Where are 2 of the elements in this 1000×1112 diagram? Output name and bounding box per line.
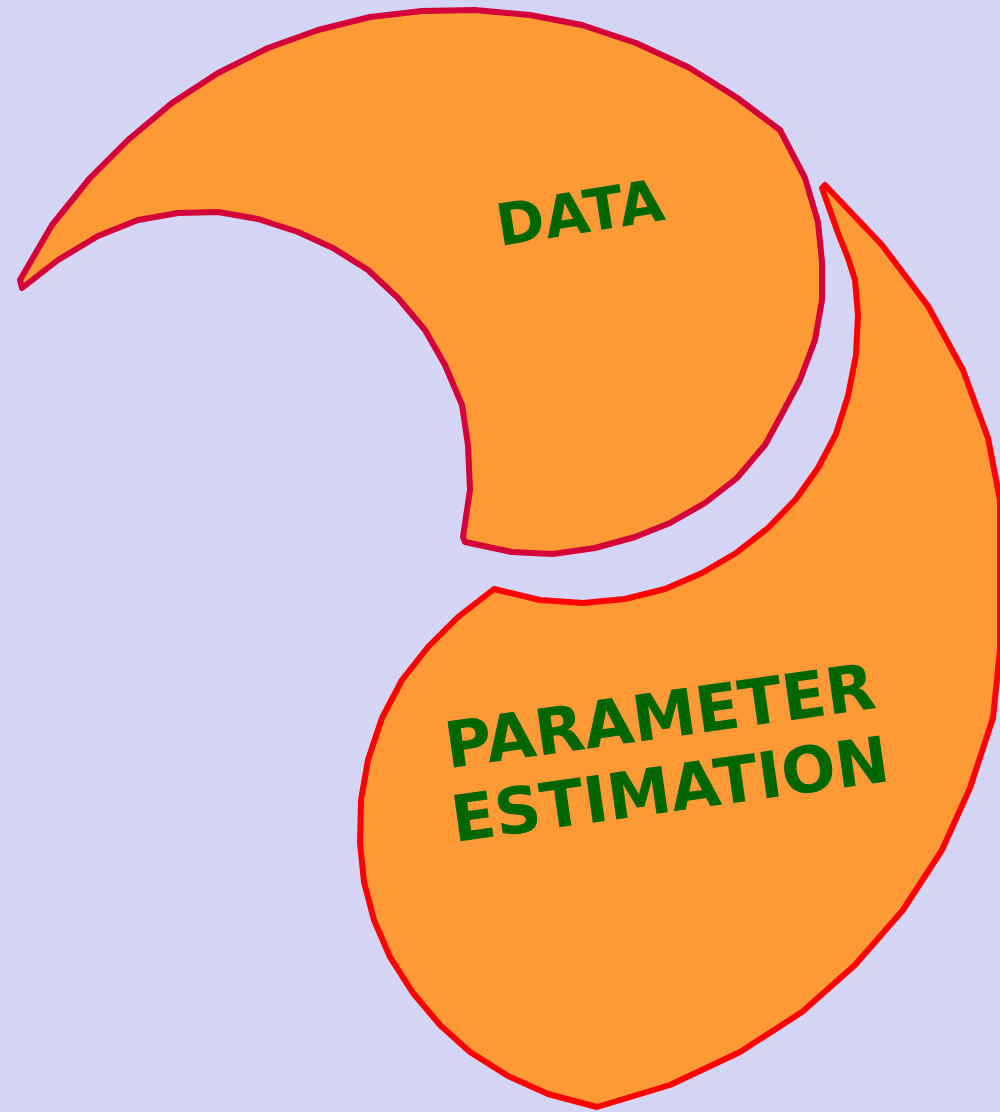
shape-label: DATA [490,165,670,262]
shape-label: PARAMETER ESTIMATION [439,648,895,859]
